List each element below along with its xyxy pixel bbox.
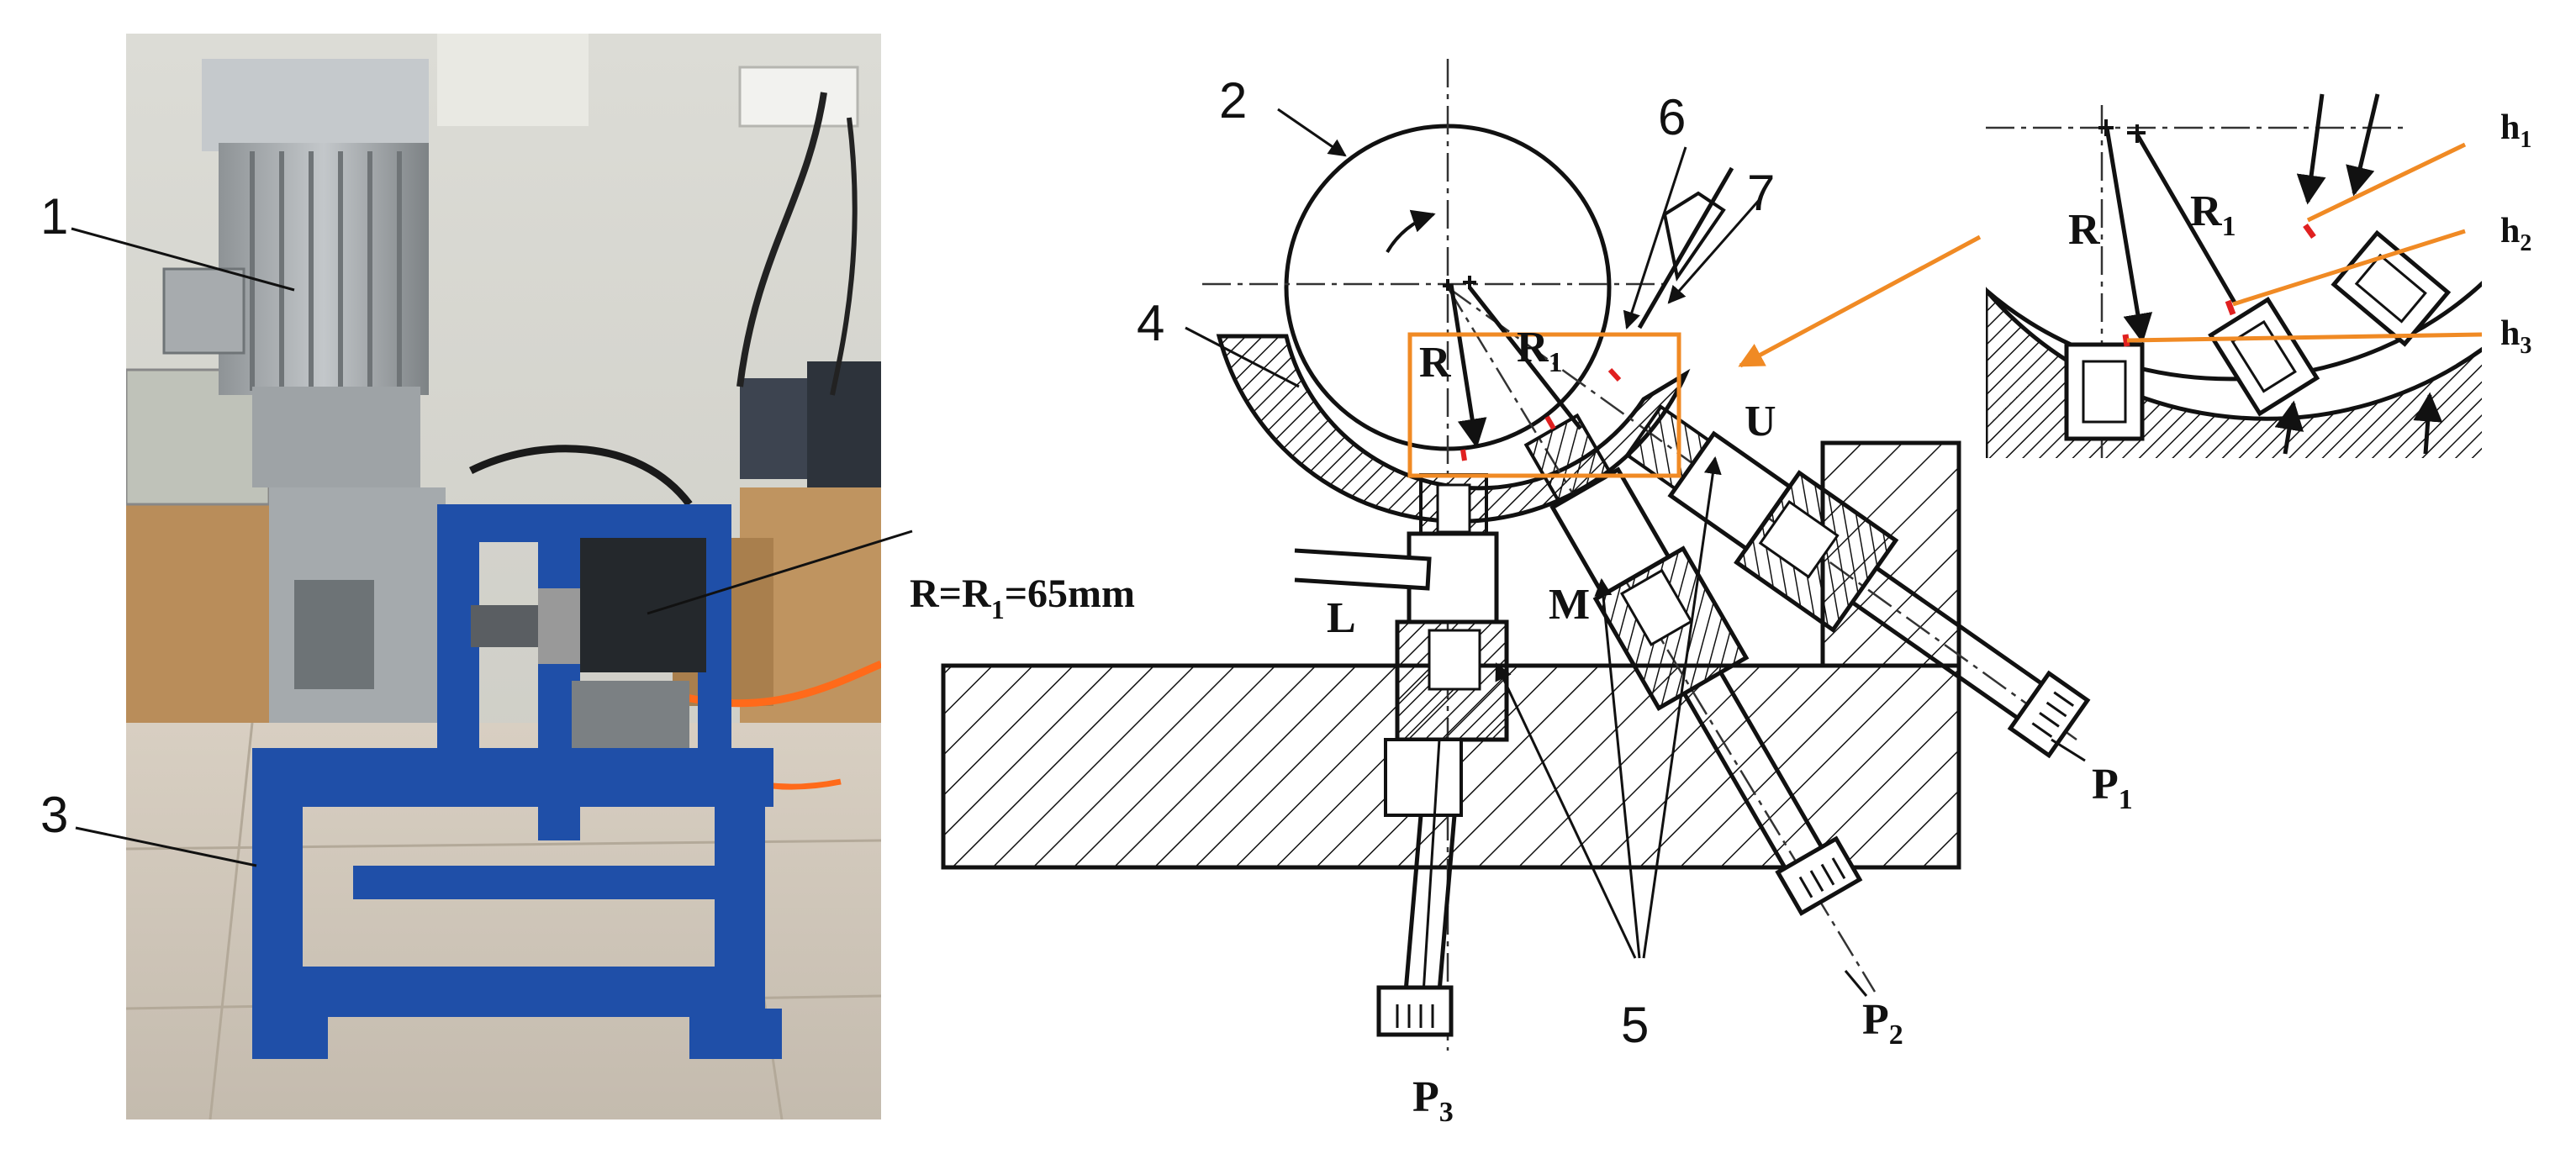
label-r1: R1: [1517, 324, 1563, 378]
leader-3: [75, 826, 257, 867]
leader-h3: [2126, 332, 2483, 343]
radius-formula: R=R1=65mm: [910, 572, 1135, 624]
label-2: 2: [1219, 72, 1247, 129]
label-5: 5: [1621, 997, 1649, 1053]
zoom-box: [1407, 332, 1681, 478]
detail-label-h1: h1: [2500, 108, 2531, 153]
detail-inset: R R1 h1 h2 h3: [1986, 93, 2531, 458]
leader-p2: [1844, 970, 1868, 997]
leader-shaft: [647, 529, 913, 615]
label-7: 7: [1747, 165, 1775, 221]
leader-2: [1277, 108, 1347, 157]
leader-p1: [2051, 738, 2086, 762]
callout-1: 1: [40, 188, 68, 245]
piston-p1: [1624, 404, 2091, 759]
photo-callouts: 1 3: [40, 188, 913, 867]
radius-r-line: [1449, 283, 1487, 449]
leader-5a: [1495, 662, 1637, 959]
label-6: 6: [1658, 89, 1686, 145]
bearing-schematic: 2 4 5 6 7 R R1 U L M P1 P2 P3: [941, 59, 2133, 1128]
leader-7: [1667, 197, 1763, 304]
rod-l: [1294, 548, 1432, 591]
leader-1: [71, 227, 295, 292]
label-p2: P2: [1862, 996, 1903, 1051]
test-rig-photo: [126, 34, 881, 1119]
formula-text: R=R1=65mm: [910, 572, 1135, 624]
leader-4: [1185, 326, 1300, 388]
detail-label-h3: h3: [2500, 314, 2531, 359]
center-marks: [1443, 276, 1476, 291]
leader-h2: [2232, 229, 2466, 307]
label-4: 4: [1137, 295, 1164, 351]
rotation-arrow: [1386, 209, 1436, 254]
callout-3: 3: [40, 787, 68, 843]
leader-h1: [2306, 142, 2467, 223]
detail-label-r1: R1: [2190, 187, 2236, 242]
detail-label-h2: h2: [2500, 212, 2531, 256]
label-p3: P3: [1412, 1073, 1454, 1128]
label-r: R: [1419, 339, 1452, 387]
piston-p2: [1523, 413, 1863, 916]
wear-marks: [1460, 367, 1622, 461]
leader-5b: [1594, 577, 1641, 959]
leader-6: [1623, 146, 1687, 329]
label-m: M: [1549, 581, 1590, 629]
sensor-7-rod: [1637, 166, 1734, 329]
label-u: U: [1745, 398, 1776, 445]
label-l: L: [1327, 594, 1356, 642]
leader-5c: [1642, 456, 1722, 959]
radius-r1-line: [1468, 286, 1582, 430]
zoom-arrow: [1738, 234, 1982, 368]
label-p1: P1: [2092, 761, 2133, 815]
detail-label-r: R: [2068, 206, 2101, 254]
